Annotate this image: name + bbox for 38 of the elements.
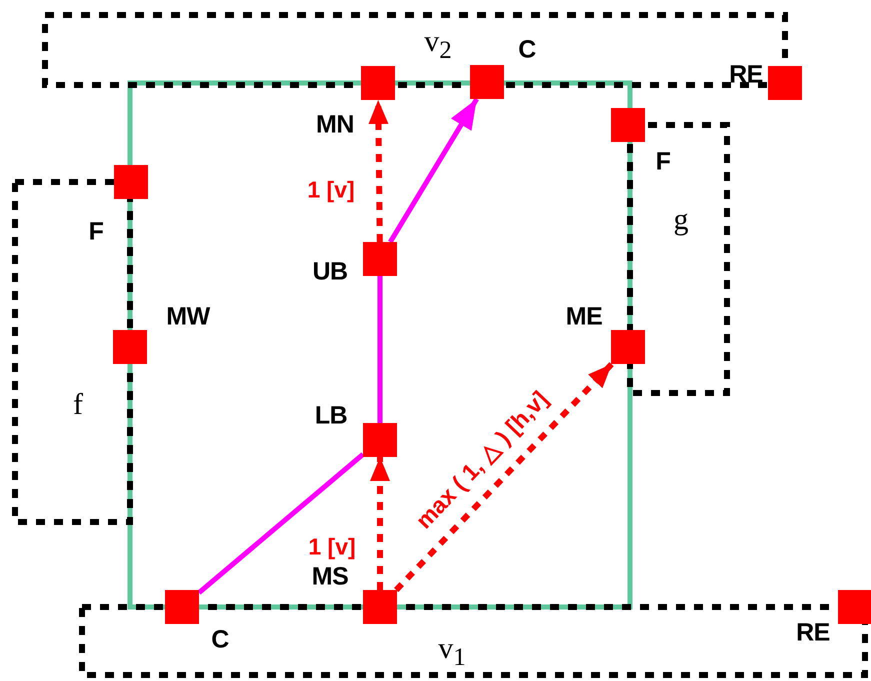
vertex-marker (165, 590, 199, 624)
vertex-label: LB (314, 404, 348, 428)
vertex-label: RE (729, 62, 763, 88)
vertex-marker (363, 423, 397, 457)
region-label: f (73, 390, 83, 420)
vertex-marker (363, 242, 397, 276)
arrow (388, 98, 479, 244)
vertex-marker (611, 330, 645, 364)
vertex-label: UB (312, 260, 348, 284)
vertex-label: ME (566, 304, 602, 330)
dashed-region (15, 182, 130, 522)
vertex-marker (363, 590, 397, 624)
vertex-marker (113, 330, 147, 364)
dashed-arrow (370, 457, 390, 590)
vertex-marker (361, 66, 395, 100)
vertex-marker (838, 590, 871, 624)
vertex-label: MW (166, 304, 210, 330)
region-label: v$_{2}$ (424, 27, 452, 63)
dashed-region (630, 125, 727, 393)
connector-line (197, 452, 365, 595)
vertex-marker (768, 66, 802, 100)
vertex-label: MS (312, 564, 348, 590)
vertex-marker (114, 165, 148, 199)
dashed-region (82, 607, 865, 675)
vertex-marker (470, 65, 504, 99)
region-label: g (674, 205, 688, 235)
region-label: v$_{1}$ (438, 634, 466, 670)
vertex-label: F (88, 220, 104, 244)
vertex-label: MN (316, 112, 354, 138)
connector-line (378, 276, 382, 423)
vertex-marker (611, 108, 645, 142)
dashed-arrow (368, 100, 388, 242)
vertex-label: F (656, 150, 670, 174)
vertex-label: RE (796, 620, 830, 646)
vertex-label: C (518, 38, 536, 62)
dashed-region (45, 15, 785, 85)
vertex-label: C (211, 628, 229, 652)
dashed-arrow (394, 362, 614, 592)
